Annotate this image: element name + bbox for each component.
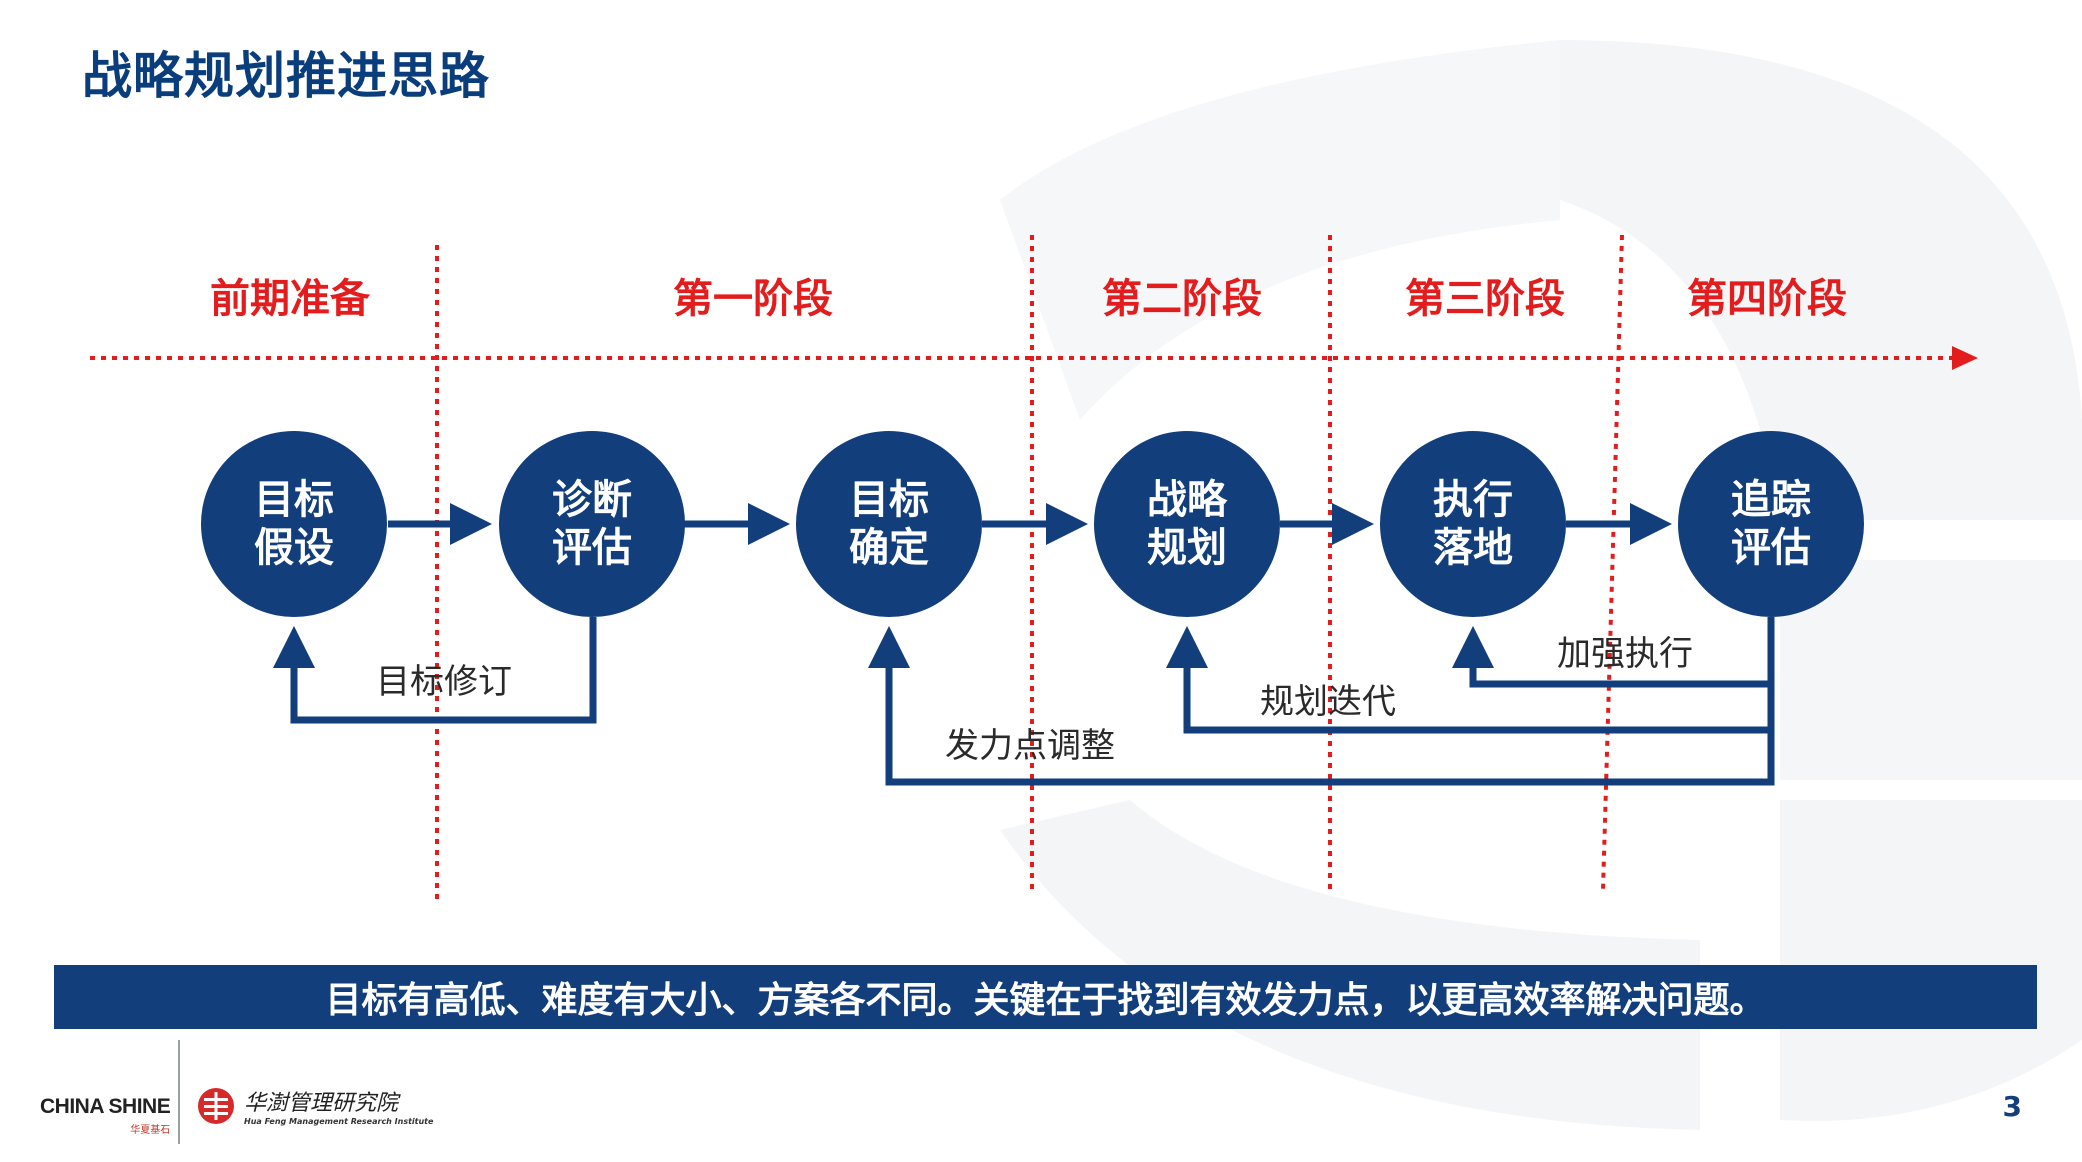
label-force-adjust: 发力点调整 [945,726,1115,766]
page-number: 3 [2002,1090,2022,1123]
timeline-arrowhead [1952,346,1978,370]
node-text-line1: 战略 [1147,477,1227,523]
label-plan-iteration: 规划迭代 [1260,682,1396,722]
node-text-line2: 假设 [254,525,334,571]
institute-logo: 华澍管理研究院 Hua Feng Management Research Ins… [196,1085,433,1126]
node-text-line2: 确定 [849,525,929,571]
node-text-line2: 评估 [552,525,632,571]
institute-name-en: Hua Feng Management Research Institute [244,1117,434,1126]
institute-emblem-icon [198,1087,234,1124]
node-execution: 执行 落地 [1380,431,1566,617]
china-shine-cn: 华夏基石 [130,1125,171,1136]
label-strengthen-exec: 加强执行 [1557,634,1693,674]
node-text-line1: 目标 [849,477,929,523]
node-goal-confirmation: 目标 确定 [796,431,982,617]
node-text-line1: 执行 [1433,477,1513,523]
china-shine-logo: CHINA SHINE 华夏基石 [40,1075,171,1136]
node-text-line1: 目标 [254,477,334,523]
node-text-line2: 规划 [1147,525,1227,571]
feedback-force-adjust [868,617,1775,786]
phase-divider-4 [1601,234,1624,891]
phase-label-4: 第四阶段 [1687,276,1847,322]
node-text-line1: 追踪 [1731,477,1811,523]
node-diagnosis-assessment: 诊断 评估 [499,431,685,617]
node-strategy-planning: 战略 规划 [1094,431,1280,617]
phase-label-2: 第二阶段 [1102,276,1262,322]
node-text-line1: 诊断 [552,477,632,523]
node-tracking-assessment: 追踪 评估 [1678,431,1864,617]
phase-label-prep: 前期准备 [210,276,370,322]
node-goal-hypothesis: 目标 假设 [201,431,387,617]
summary-banner: 目标有高低、难度有大小、方案各不同。关键在于找到有效发力点，以更高效率解决问题。 [54,965,2037,1029]
institute-name-cn: 华澍管理研究院 [244,1091,399,1116]
node-text-line2: 落地 [1433,525,1513,571]
label-goal-revision: 目标修订 [376,662,512,702]
feedback-goal-revision [273,617,597,724]
node-text-line2: 评估 [1731,525,1811,571]
summary-banner-text: 目标有高低、难度有大小、方案各不同。关键在于找到有效发力点，以更高效率解决问题。 [325,980,1766,1021]
page-title: 战略规划推进思路 [82,47,490,105]
china-shine-wordmark: CHINA SHINE [40,1095,171,1118]
footer-divider [178,1040,180,1144]
phase-label-3: 第三阶段 [1405,276,1565,322]
phase-label-1: 第一阶段 [673,276,833,322]
